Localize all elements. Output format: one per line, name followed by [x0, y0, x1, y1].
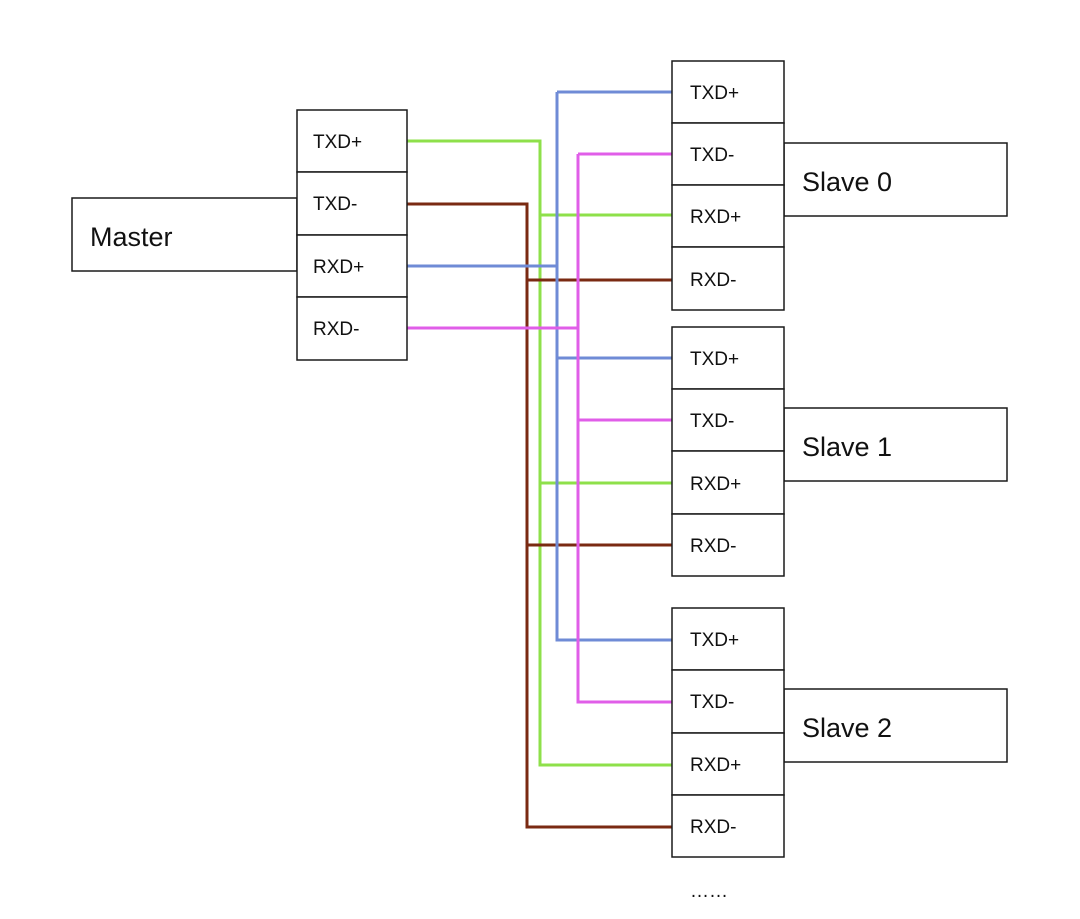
slave-1-pin-rxd-minus-cell [671, 513, 785, 577]
master-box [71, 197, 298, 272]
slave-1-label: Slave 1 [802, 432, 892, 462]
slave-2-pin-rxd-minus: RXD- [690, 817, 736, 838]
slave-2-label: Slave 2 [802, 713, 892, 743]
slave-0-pin-txd-plus-cell [671, 60, 785, 124]
slave-0-pin-txd-minus-cell [671, 122, 785, 186]
slave-0-pin-txd-plus: TXD+ [690, 83, 739, 104]
slave-2-pin-txd-plus-cell [671, 607, 785, 671]
master-pin-txd-plus-cell [296, 109, 408, 173]
wire-master-rxd-minus-to-slave-txd-minus [407, 152, 672, 704]
slave-1-pin-txd-plus: TXD+ [690, 349, 739, 370]
master-pin-block: TXD+ TXD- RXD+ RXD- [296, 109, 408, 361]
master-pin-txd-plus: TXD+ [313, 132, 362, 153]
slave-0-pin-rxd-plus: RXD+ [690, 207, 741, 228]
slave-1-box [783, 407, 1008, 482]
slave-2-pin-rxd-plus: RXD+ [690, 755, 741, 776]
slave-0-pin-rxd-minus: RXD- [690, 270, 736, 291]
slave-1-pin-rxd-plus-cell [671, 450, 785, 515]
master-pin-txd-minus-cell [296, 171, 408, 236]
master-pin-rxd-minus-cell [296, 296, 408, 361]
slave-1-pin-txd-minus: TXD- [690, 411, 734, 432]
slave-1-pin-rxd-plus: RXD+ [690, 474, 741, 495]
slave-0-device: Slave 0 TXD+ TXD- RXD+ RXD- [671, 60, 1008, 311]
slave-2-box [783, 688, 1008, 763]
wires [407, 90, 672, 829]
slave-2-pin-rxd-plus-cell [671, 732, 785, 796]
slave-0-pin-txd-minus: TXD- [690, 145, 734, 166]
master-pin-rxd-minus: RXD- [313, 319, 359, 340]
slave-1-device: Slave 1 TXD+ TXD- RXD+ RXD- [671, 326, 1008, 577]
slave-1-pin-txd-minus-cell [671, 388, 785, 452]
wire-master-txd-plus-to-slave-rxd-plus [407, 139, 672, 767]
continuation-ellipsis: …… [690, 881, 728, 902]
slave-2-pin-rxd-minus-cell [671, 794, 785, 858]
master-pin-txd-minus: TXD- [313, 194, 357, 215]
slave-0-label: Slave 0 [802, 167, 892, 197]
slave-2-pin-txd-minus: TXD- [690, 692, 734, 713]
slave-0-pin-rxd-minus-cell [671, 246, 785, 311]
master-label: Master [90, 222, 173, 252]
wire-master-txd-minus-to-slave-rxd-minus [407, 202, 672, 829]
master-device: Master [71, 197, 298, 272]
slave-2-device: Slave 2 TXD+ TXD- RXD+ RXD- [671, 607, 1008, 858]
slave-2-pin-txd-plus: TXD+ [690, 630, 739, 651]
master-pin-rxd-plus: RXD+ [313, 257, 364, 278]
wire-master-rxd-plus-to-slave-txd-plus [407, 90, 672, 642]
slave-1-pin-rxd-minus: RXD- [690, 536, 736, 557]
